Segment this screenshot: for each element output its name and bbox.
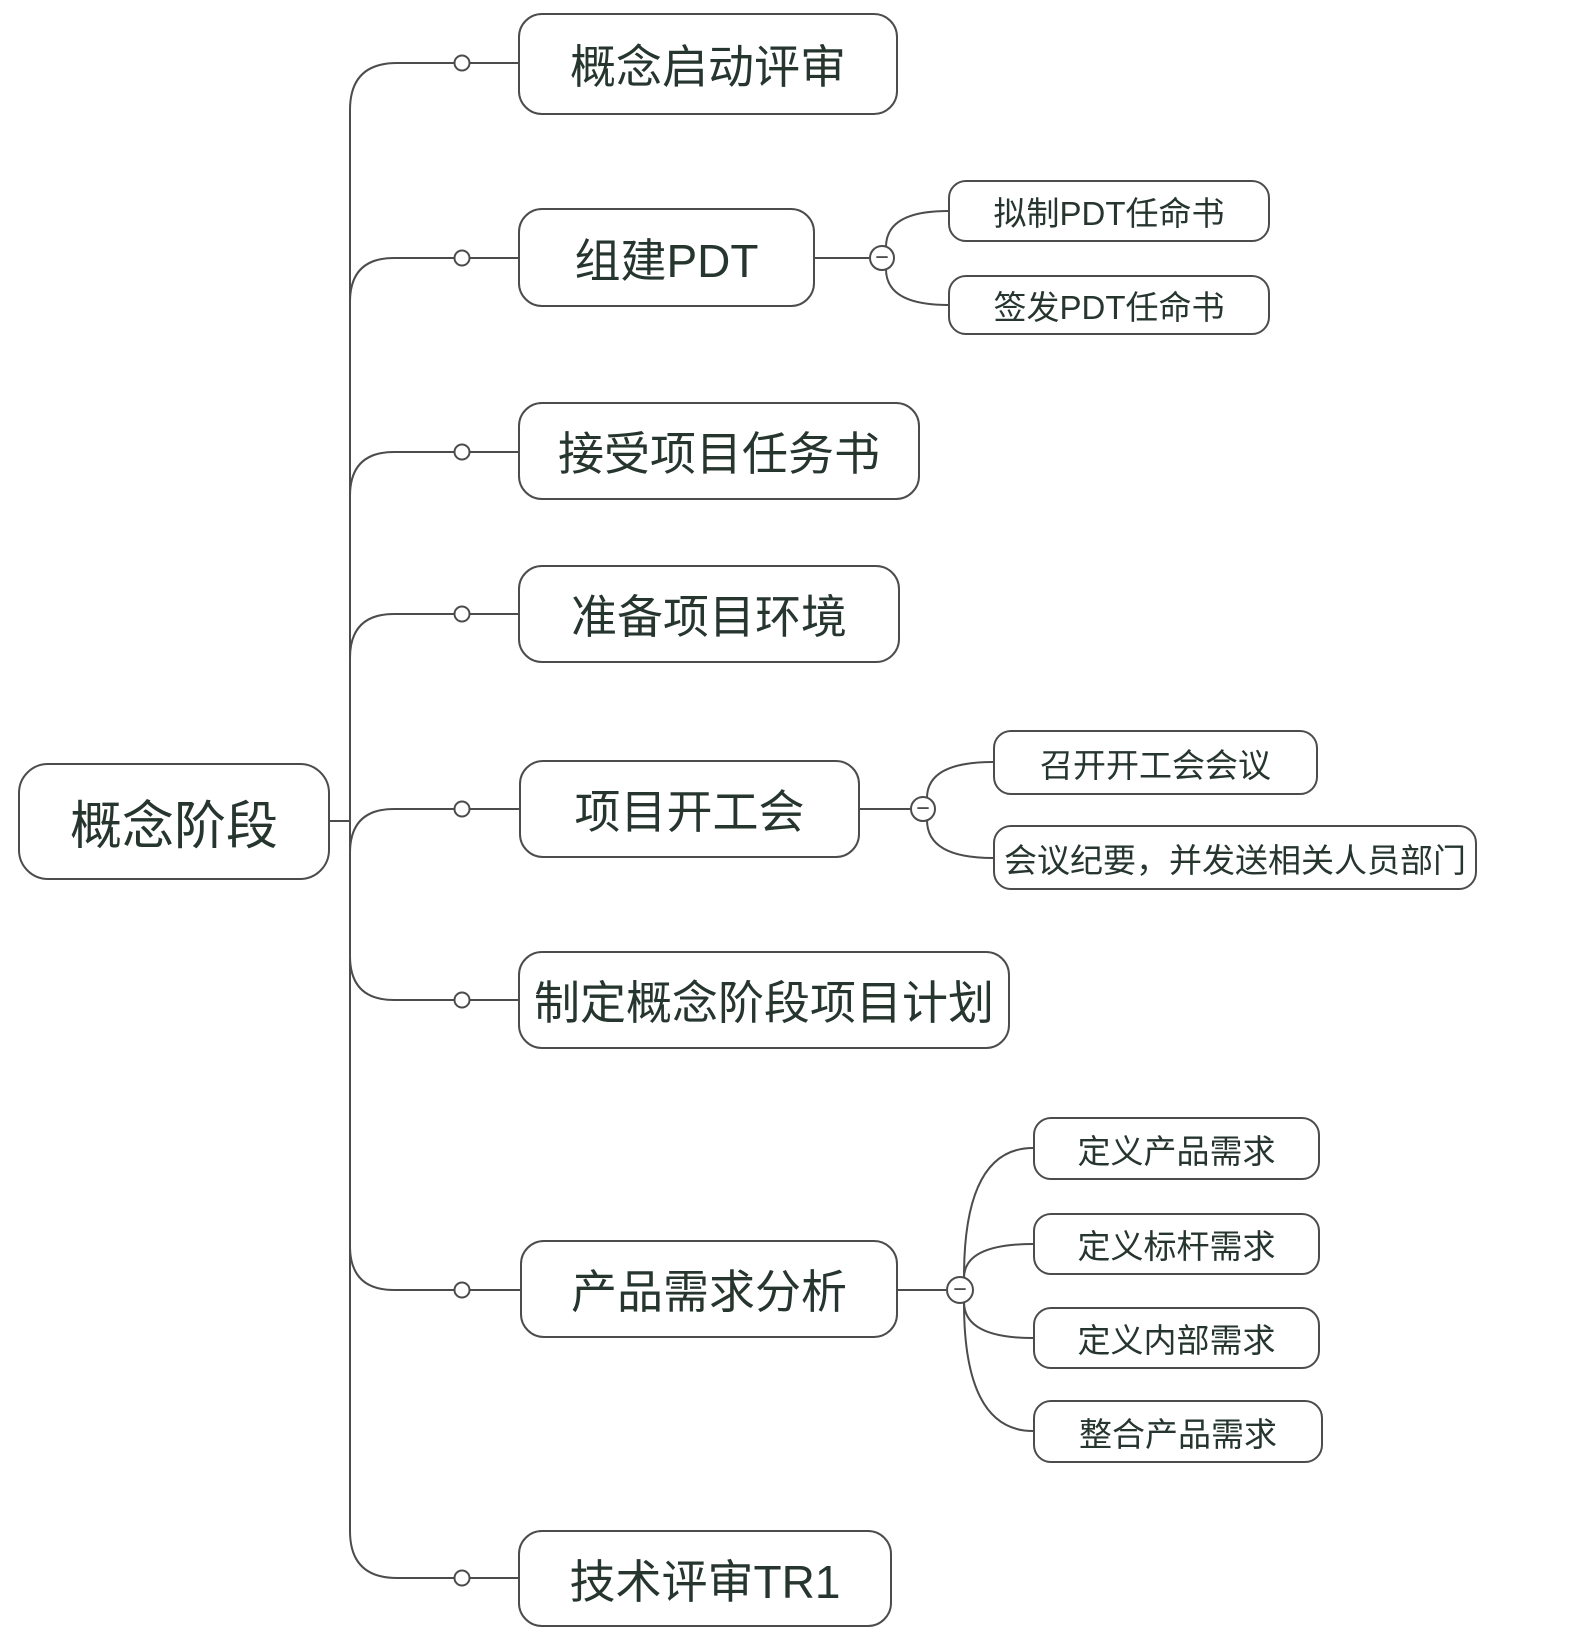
branch-line-6 [349, 955, 518, 1001]
branch-line-7 [349, 1245, 520, 1291]
subnode-draft-pdt-appointment[interactable]: 拟制PDT任命书 [948, 180, 1270, 242]
child-line-def-benchmark [963, 1243, 1034, 1279]
child-line-issue-pdt [885, 268, 949, 306]
child-line-integrate [963, 1302, 1034, 1432]
child-line-def-internal [963, 1301, 1034, 1339]
node-concept-kickoff-review[interactable]: 概念启动评审 [518, 13, 898, 115]
child-line-hold-meeting [926, 761, 994, 799]
branch-line-2 [349, 257, 518, 303]
child-line-minutes [926, 819, 994, 859]
minus-icon: − [953, 1277, 967, 1302]
branch-point-8[interactable] [453, 1569, 471, 1587]
subnode-define-product-requirements[interactable]: 定义产品需求 [1033, 1117, 1320, 1180]
subnode-define-benchmark-requirements[interactable]: 定义标杆需求 [1033, 1213, 1320, 1275]
branch-line-3 [349, 451, 518, 497]
node-concept-phase-plan[interactable]: 制定概念阶段项目计划 [518, 951, 1010, 1049]
branch-point-7[interactable] [453, 1281, 471, 1299]
branch-point-1[interactable] [453, 54, 471, 72]
subnode-issue-pdt-appointment[interactable]: 签发PDT任命书 [948, 275, 1270, 335]
node-product-requirements-analysis[interactable]: 产品需求分析 [520, 1240, 898, 1338]
branch-point-3[interactable] [453, 443, 471, 461]
child-line-draft-pdt [885, 210, 949, 248]
branch-point-6[interactable] [453, 991, 471, 1009]
node-form-pdt[interactable]: 组建PDT [518, 208, 815, 307]
minus-icon: − [875, 245, 889, 270]
branch-point-5[interactable] [453, 800, 471, 818]
collapse-button-form-pdt[interactable]: − [869, 245, 895, 271]
node-tech-review-tr1[interactable]: 技术评审TR1 [518, 1530, 892, 1627]
node-accept-project-charter[interactable]: 接受项目任务书 [518, 402, 920, 500]
trunk-line [349, 62, 398, 1579]
child-line-def-product [963, 1147, 1034, 1278]
branch-point-4[interactable] [453, 605, 471, 623]
node-project-kickoff-meeting[interactable]: 项目开工会 [519, 760, 860, 858]
subnode-integrate-product-requirements[interactable]: 整合产品需求 [1033, 1400, 1323, 1463]
collapse-button-kickoff-meeting[interactable]: − [910, 796, 936, 822]
collapse-button-requirements[interactable]: − [946, 1276, 974, 1304]
subnode-meeting-minutes[interactable]: 会议纪要，并发送相关人员部门 [993, 825, 1477, 890]
root-node-concept-phase[interactable]: 概念阶段 [18, 763, 330, 880]
subnode-hold-kickoff-meeting[interactable]: 召开开工会会议 [993, 730, 1318, 795]
subnode-define-internal-requirements[interactable]: 定义内部需求 [1033, 1307, 1320, 1369]
branch-line-5 [349, 808, 519, 854]
node-prepare-project-environment[interactable]: 准备项目环境 [518, 565, 900, 663]
branch-point-2[interactable] [453, 249, 471, 267]
minus-icon: − [916, 796, 930, 821]
branch-line-4 [349, 613, 518, 659]
